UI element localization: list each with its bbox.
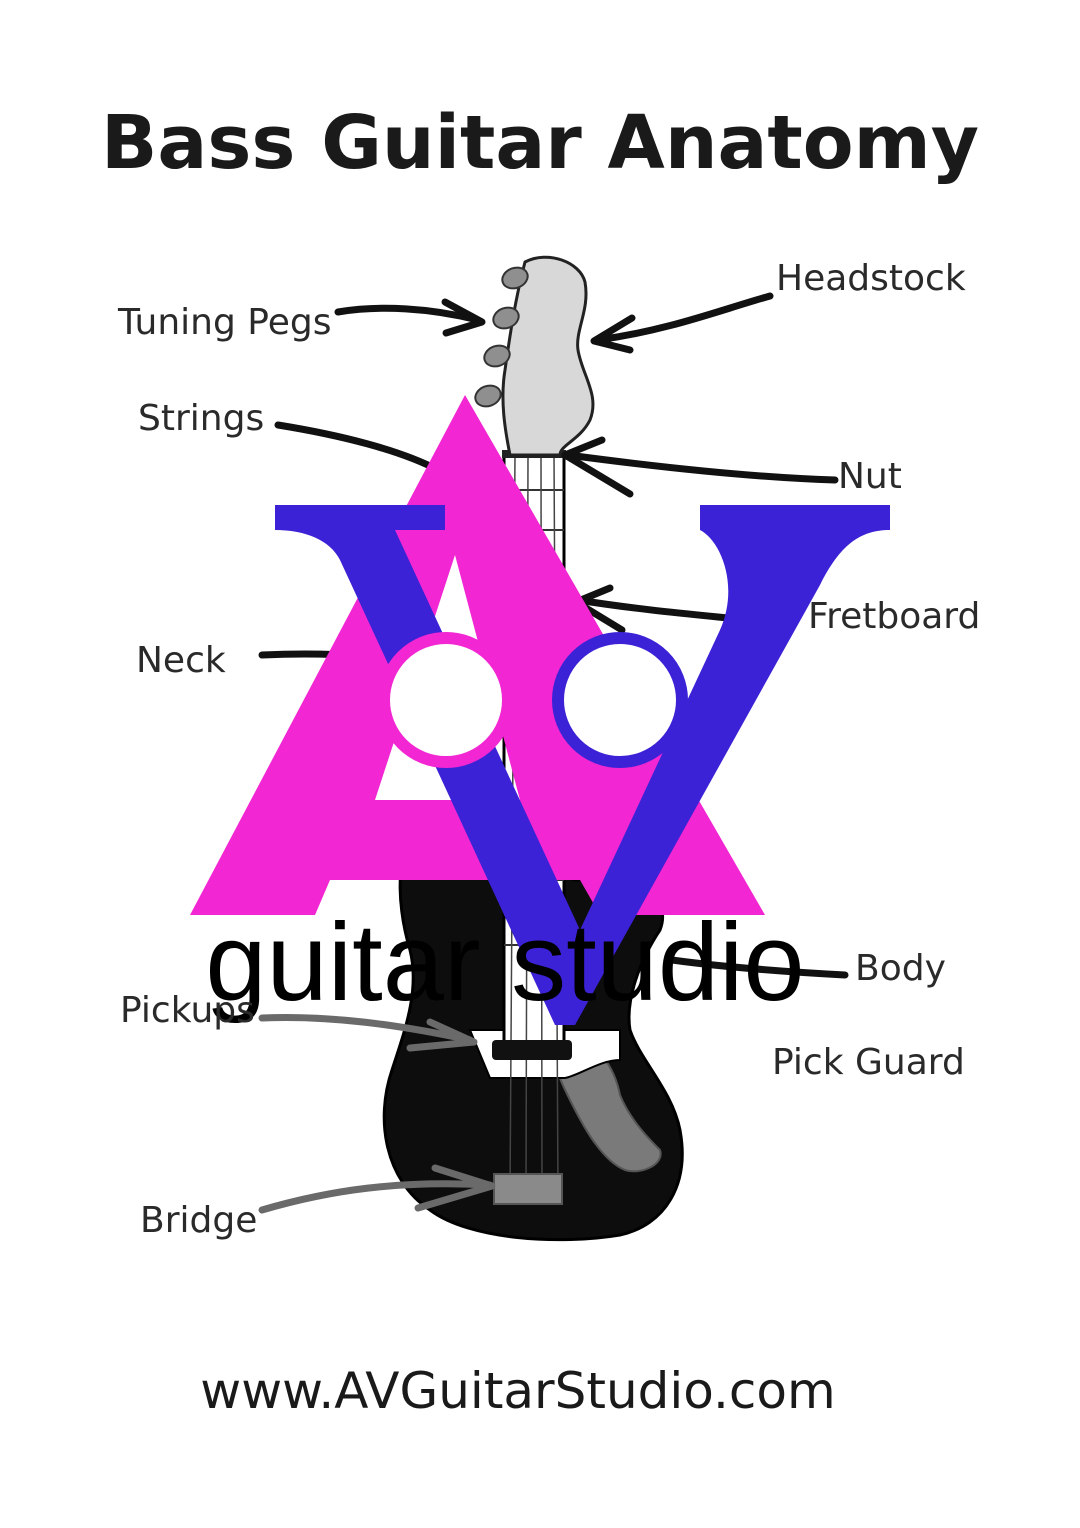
label-fretboard: Fretboard (808, 596, 981, 637)
diagram-title: Bass Guitar Anatomy (101, 100, 979, 186)
label-tuning-pegs: Tuning Pegs (118, 302, 332, 343)
logo-letter-a (190, 395, 765, 915)
guitar-bridge (493, 1173, 563, 1205)
watermark-text: guitar studio (205, 901, 804, 1024)
guitar-pickup (492, 1040, 572, 1060)
label-bridge: Bridge (140, 1200, 258, 1241)
label-body: Body (855, 948, 946, 989)
label-strings: Strings (138, 398, 265, 439)
label-neck: Neck (136, 640, 226, 681)
label-pick-guard: Pick Guard (772, 1042, 965, 1083)
label-pickups: Pickups (120, 990, 255, 1031)
guitar-headstock (501, 255, 595, 457)
av-watermark-logo (190, 395, 890, 1025)
label-headstock: Headstock (776, 258, 966, 299)
footer-url: www.AVGuitarStudio.com (200, 1362, 836, 1420)
label-nut: Nut (838, 456, 902, 497)
guitar-tuning-pegs (474, 266, 529, 408)
